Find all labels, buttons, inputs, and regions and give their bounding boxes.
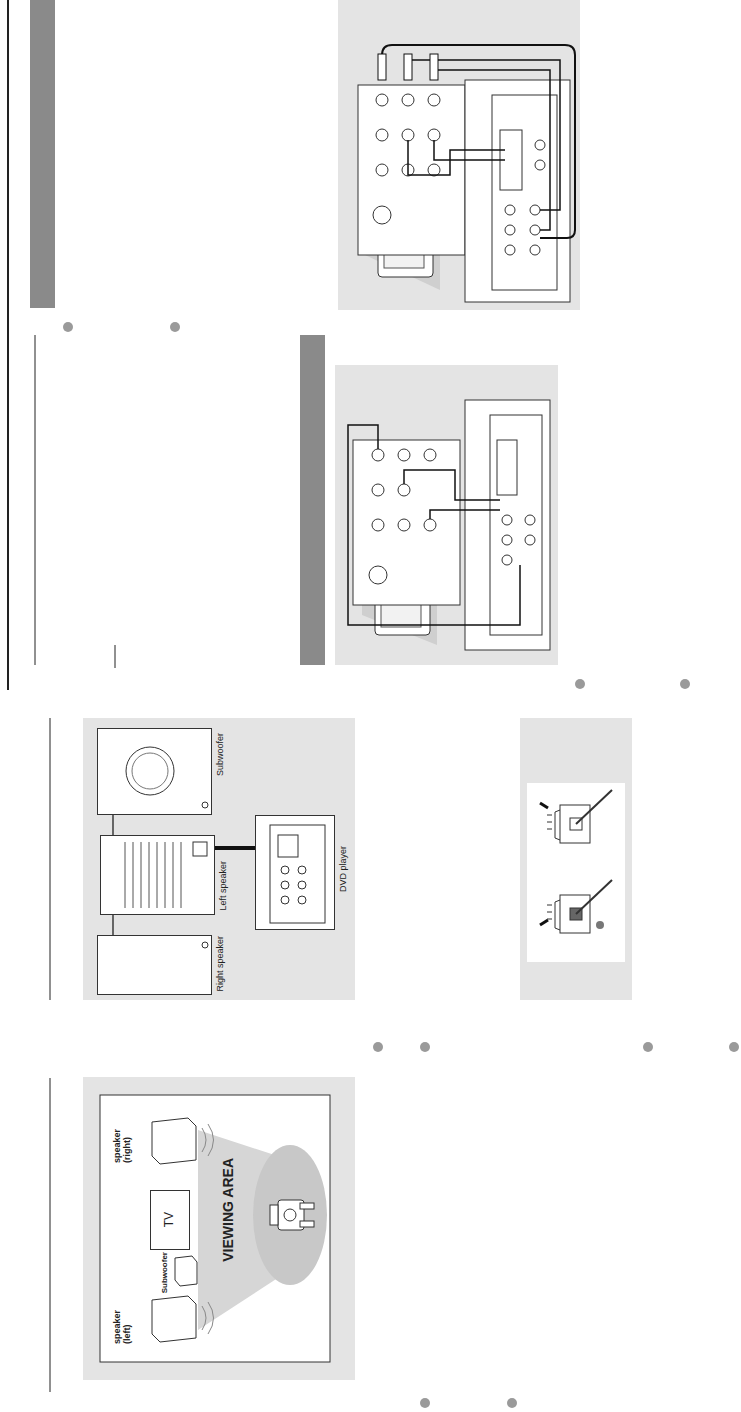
speaker-placement-figure bbox=[83, 1077, 355, 1380]
node-label: Right speaker bbox=[215, 936, 225, 992]
page-rule bbox=[35, 335, 36, 665]
page-rule bbox=[50, 718, 51, 1000]
video-audio-cable bbox=[215, 846, 255, 850]
page-rule bbox=[115, 645, 116, 668]
av-connection-figure bbox=[335, 365, 558, 665]
speaker-label: speaker (right) bbox=[112, 1113, 133, 1163]
header-bar bbox=[30, 0, 55, 308]
subwoofer-label: Subwoofer bbox=[160, 1252, 169, 1293]
tv-box: TV bbox=[150, 1190, 190, 1250]
antenna-connection-figure bbox=[520, 718, 632, 1000]
page-rule bbox=[50, 1078, 51, 1392]
speaker-label: speaker (left) bbox=[112, 1294, 133, 1344]
node-label: Subwoofer bbox=[215, 733, 225, 776]
header-bar bbox=[300, 335, 325, 665]
bullets bbox=[63, 322, 739, 1408]
node-label: Left speaker bbox=[218, 861, 228, 911]
subwoofer-box: Subwoofer bbox=[97, 728, 212, 815]
speaker-box: Right speaker bbox=[97, 935, 212, 995]
page-rule bbox=[7, 0, 9, 690]
area-title: VIEWING AREA bbox=[220, 1158, 236, 1262]
tv-connection-figure bbox=[338, 0, 580, 310]
node-label: DVD player bbox=[338, 846, 348, 892]
dvd-player-box: DVD player bbox=[255, 815, 335, 930]
node-label: TV bbox=[163, 1212, 177, 1227]
speaker-wire bbox=[112, 915, 113, 935]
speaker-connection-figure bbox=[83, 718, 355, 1000]
main-speaker-box: Left speaker bbox=[100, 835, 215, 915]
speaker-wire bbox=[112, 815, 113, 835]
